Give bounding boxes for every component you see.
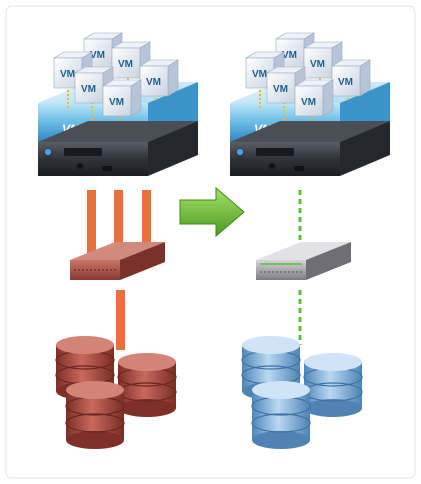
right-storage <box>241 336 363 449</box>
left-switch <box>70 242 165 280</box>
svg-text:VM: VM <box>273 84 288 95</box>
left-vm-4: VM <box>139 59 179 97</box>
right-server <box>230 121 390 176</box>
left-disk-3 <box>65 381 125 449</box>
left-stack: VMware VM VM VM VM VM VM <box>38 32 198 449</box>
left-vm-6: VM <box>102 79 142 117</box>
svg-text:VM: VM <box>252 69 267 80</box>
right-switch <box>256 242 351 280</box>
svg-text:VM: VM <box>81 84 96 95</box>
right-vm-4: VM <box>331 59 371 97</box>
right-disk-2 <box>303 353 363 417</box>
right-power-led <box>237 149 243 155</box>
left-storage <box>55 336 177 449</box>
transition-arrow <box>179 186 245 238</box>
right-vm-2: VM <box>303 41 343 79</box>
left-vm-5: VM <box>74 66 114 104</box>
right-vm-5: VM <box>266 66 306 104</box>
left-vm-1: VM <box>83 32 123 70</box>
svg-text:VM: VM <box>60 69 75 80</box>
left-vm-3: VM <box>53 51 93 89</box>
left-cables <box>87 190 151 350</box>
svg-text:VM: VM <box>310 59 325 70</box>
right-stack: VMware VM VM VM VM VM VM <box>230 32 390 449</box>
left-power-led <box>45 149 51 155</box>
left-disk-2 <box>117 353 177 417</box>
left-server <box>38 121 198 176</box>
svg-text:VM: VM <box>301 97 316 108</box>
svg-text:VM: VM <box>282 50 297 61</box>
right-disk-3 <box>251 381 311 449</box>
svg-text:VM: VM <box>118 59 133 70</box>
svg-text:VM: VM <box>109 97 124 108</box>
left-vm-2: VM <box>111 41 151 79</box>
svg-text:VM: VM <box>338 77 353 88</box>
right-vm-cluster: VM VM VM VM VM VM <box>245 32 371 132</box>
svg-text:VM: VM <box>146 77 161 88</box>
right-vm-1: VM <box>275 32 315 70</box>
right-vm-3: VM <box>245 51 285 89</box>
svg-text:VM: VM <box>90 50 105 61</box>
frame-border <box>5 5 416 479</box>
right-vm-6: VM <box>294 79 334 117</box>
